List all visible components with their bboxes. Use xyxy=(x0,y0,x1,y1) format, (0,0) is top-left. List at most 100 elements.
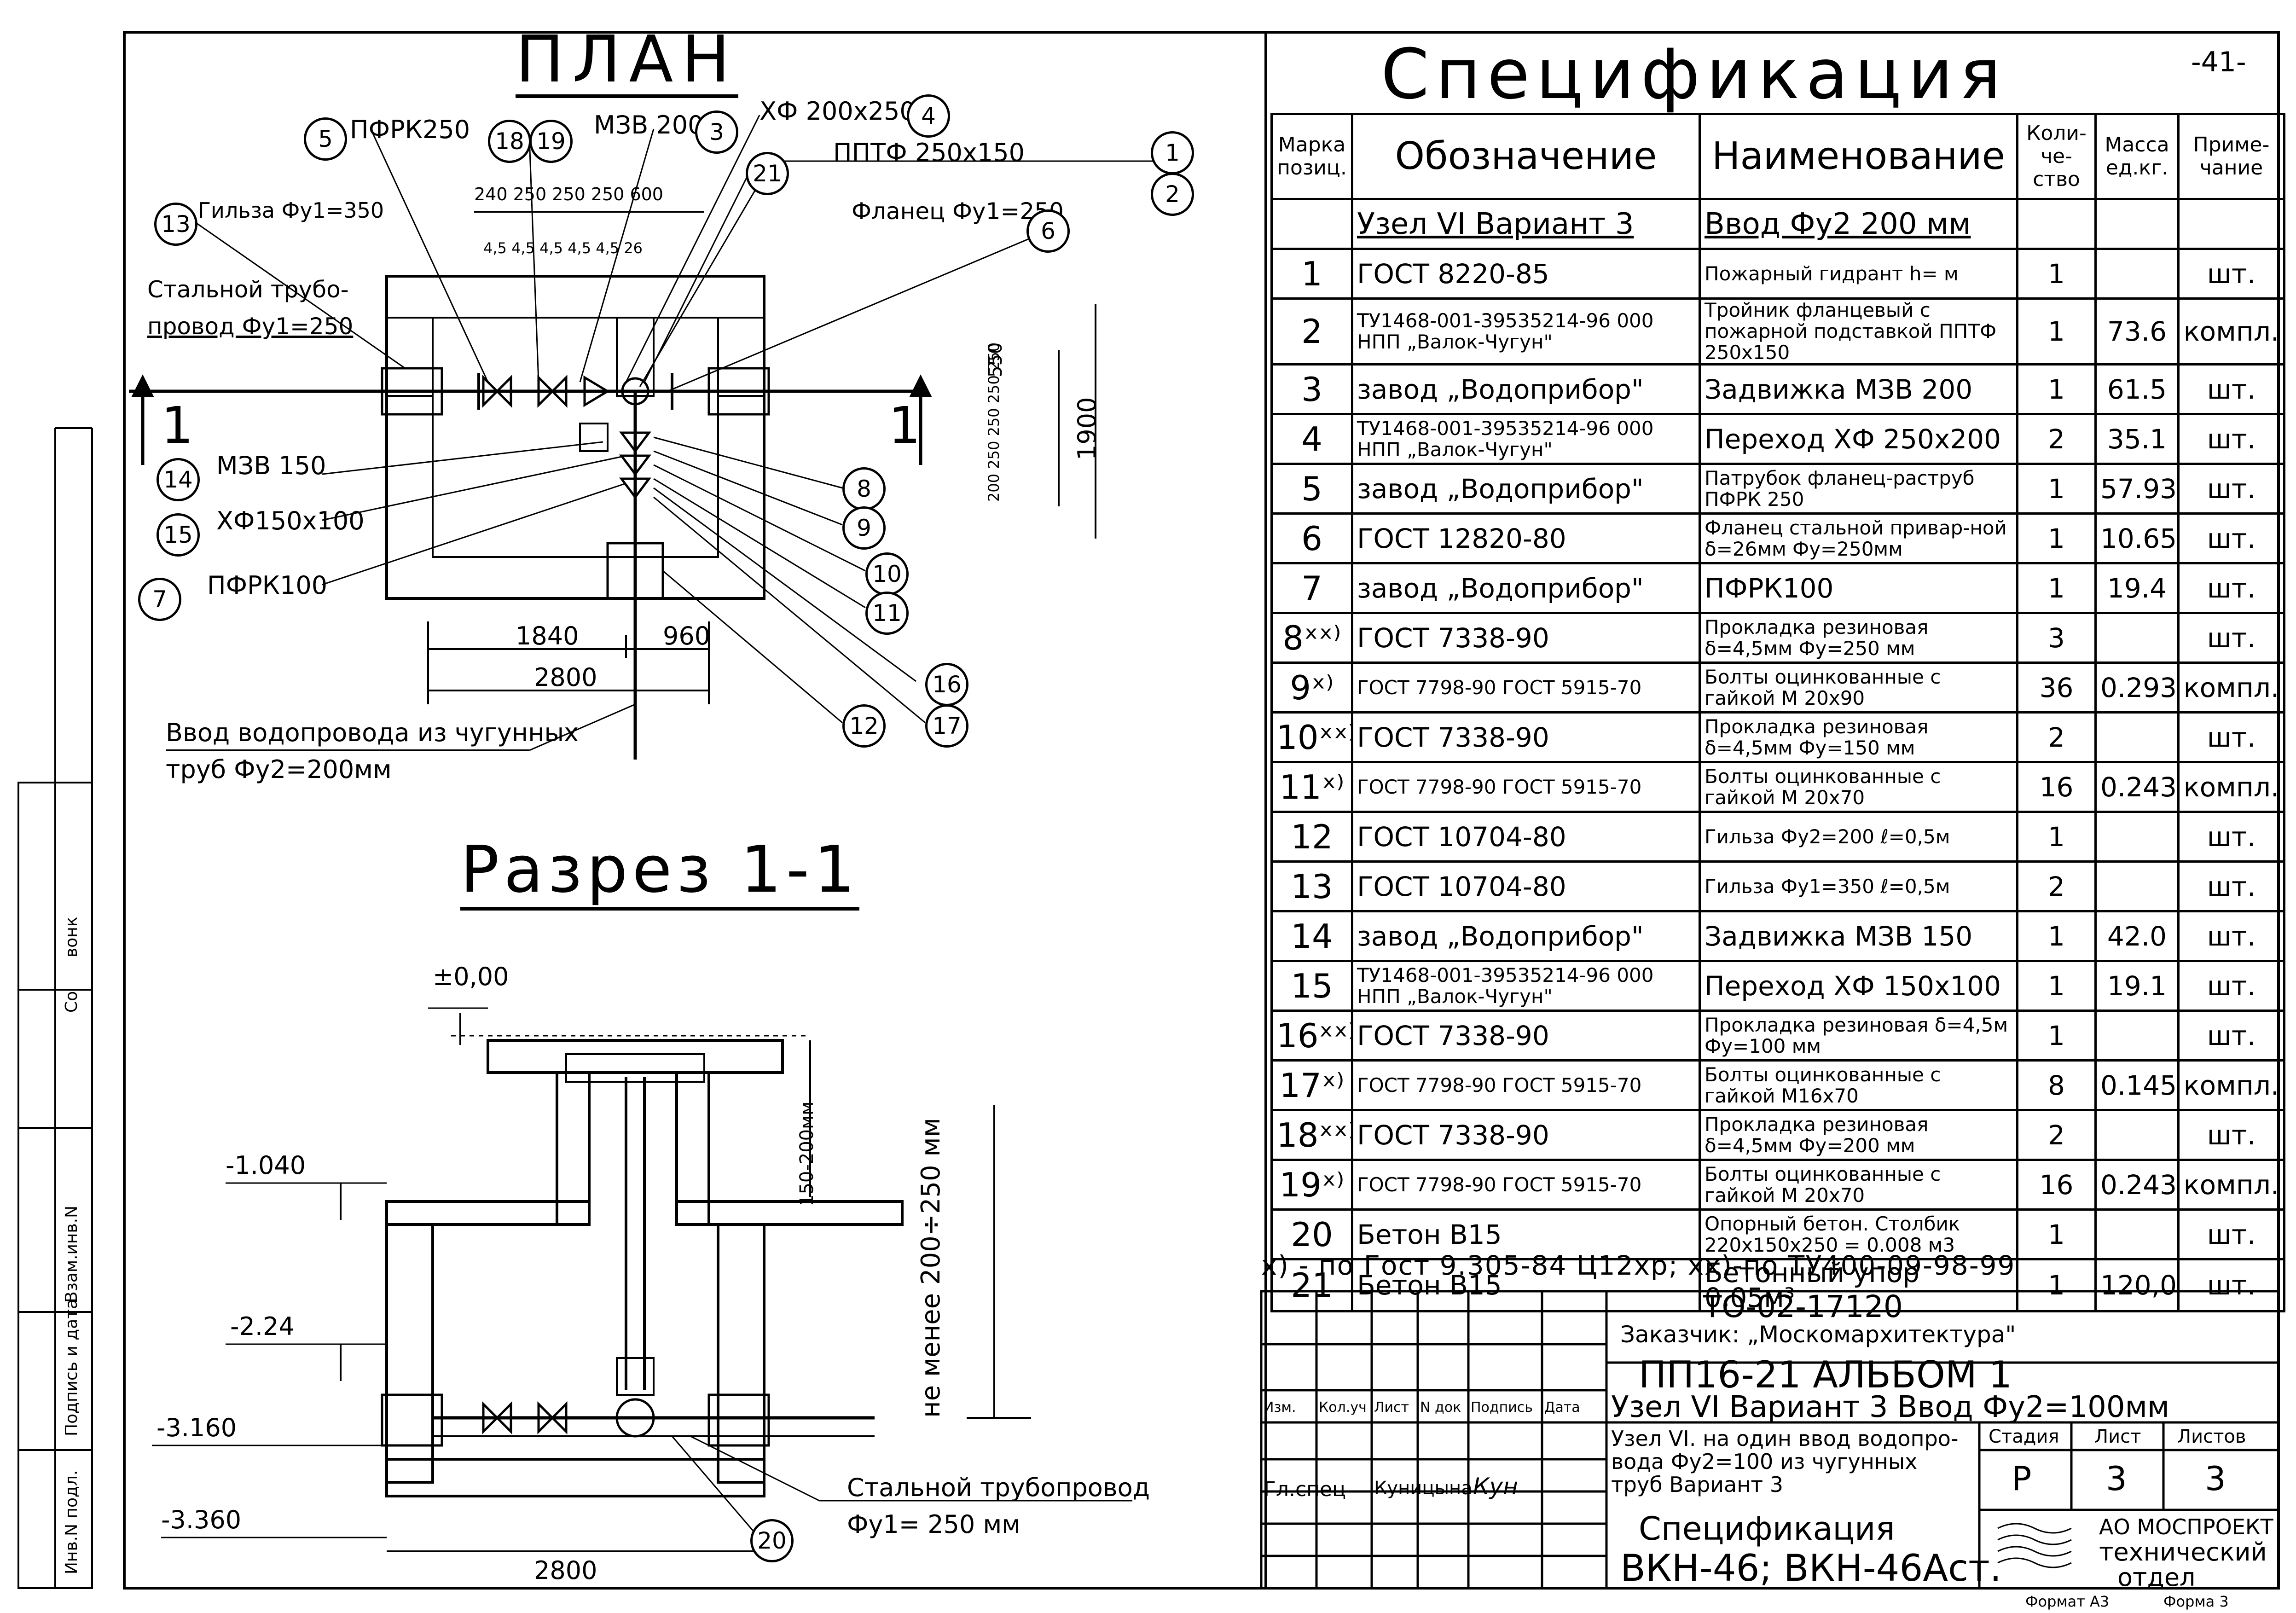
spec-massa xyxy=(2094,612,2180,664)
header-oboznach: Обозначение xyxy=(1351,113,1701,200)
callout-6: 6 xyxy=(1026,209,1070,253)
spec-pos: 3 xyxy=(1270,363,1353,415)
spec-oboznach: ГОСТ 12820-80 xyxy=(1351,512,1701,564)
author: Куницына xyxy=(1374,1478,1473,1499)
callout-16: 16 xyxy=(925,663,968,706)
spec-massa xyxy=(2094,1208,2180,1260)
node-desc: Узел VI. на один ввод водопро-вода Фу2=1… xyxy=(1611,1426,1959,1497)
label-truba1: Стальной трубо- xyxy=(147,276,349,303)
label-hf150: ХФ150х100 xyxy=(216,506,365,535)
spec-kol: 2 xyxy=(2016,1109,2097,1161)
spec-kol: 1 xyxy=(2016,512,2097,564)
spec-prim: компл. xyxy=(2177,297,2285,366)
spec-naimen: Гильза Фу2=200 ℓ=0,5м xyxy=(1699,811,2018,863)
callout-17: 17 xyxy=(925,704,968,748)
spec-oboznach: ГОСТ 7798-90 ГОСТ 5915-70 xyxy=(1351,661,1701,714)
spec-prim: шт. xyxy=(2177,413,2285,465)
spec-naimen: Прокладка резиновая δ=4,5мм Фу=150 мм xyxy=(1699,711,2018,763)
spec-naimen: Тройник фланцевый с пожарной подставкой … xyxy=(1699,297,2018,366)
spec-label: Спецификация xyxy=(1639,1510,1895,1548)
stamp-col-header: Дата xyxy=(1544,1399,1580,1416)
label-stal1: Стальной трубопровод xyxy=(847,1473,1150,1502)
spec-pos: 16ˣˣ⁾ xyxy=(1270,1010,1353,1062)
header-kol: Коли-че-ство xyxy=(2016,113,2097,200)
spec-oboznach: завод „Водоприбор" xyxy=(1351,562,1701,614)
spec-oboznach: ТУ1468-001-39535214-96 000 НПП „Валок-Чу… xyxy=(1351,413,1701,465)
callout-4: 4 xyxy=(907,94,950,138)
format-form3: Форма 3 xyxy=(2163,1593,2229,1610)
spec-oboznach: ТУ1468-001-39535214-96 000 НПП „Валок-Чу… xyxy=(1351,297,1701,366)
spec-prim: компл. xyxy=(2177,1059,2285,1111)
spec-massa xyxy=(2094,1010,2180,1062)
spec-pos: 15 xyxy=(1270,960,1353,1012)
sheets-value: 3 xyxy=(2205,1459,2226,1498)
dim-960: 960 xyxy=(663,621,711,650)
stamp-col-header: Лист xyxy=(1374,1399,1409,1416)
spec-naimen: Задвижка МЗВ 200 xyxy=(1699,363,2018,415)
spec-prim: шт. xyxy=(2177,612,2285,664)
spec-pos: 12 xyxy=(1270,811,1353,863)
sheet-header: Лист xyxy=(2094,1426,2141,1447)
spec-pos: 21 xyxy=(1270,1258,1353,1312)
spec-naimen: Прокладка резиновая δ=4,5м Фу=100 мм xyxy=(1699,1010,2018,1062)
section-mark-right: 1 xyxy=(888,396,921,455)
spec-kol: 2 xyxy=(2016,711,2097,763)
spec-naimen: Болты оцинкованные с гайкой М16х70 xyxy=(1699,1059,2018,1111)
side-vzam: Взам.инв.N xyxy=(62,1205,81,1303)
spec-oboznach: ГОСТ 7338-90 xyxy=(1351,1010,1701,1062)
label-vvod2: труб Фу2=200мм xyxy=(166,755,392,784)
spec-naimen: Болты оцинкованные с гайкой М 20х70 xyxy=(1699,761,2018,813)
level-3: -3.160 xyxy=(157,1413,237,1442)
label-stal2: Фу1= 250 мм xyxy=(847,1510,1020,1539)
spec-pos: 14 xyxy=(1270,910,1353,962)
spec-prim: компл. xyxy=(2177,1159,2285,1211)
spec-prim: компл. xyxy=(2177,661,2285,714)
label-mzv200: МЗВ 200 xyxy=(594,110,704,139)
stage-value: Р xyxy=(2012,1459,2032,1498)
spec-oboznach: ГОСТ 8220-85 xyxy=(1351,248,1701,300)
dims-top: 240 250 250 250 600 xyxy=(474,184,663,204)
page-number: -41- xyxy=(2191,46,2246,78)
spec-kol: 2 xyxy=(2016,413,2097,465)
label-flanec: Фланец Фу1=250 xyxy=(852,198,1064,225)
callout-19: 19 xyxy=(529,120,573,163)
spec-oboznach: Бетон В15 xyxy=(1351,1208,1701,1260)
spec-massa xyxy=(2094,248,2180,300)
spec-kol: 1 xyxy=(2016,562,2097,614)
callout-9: 9 xyxy=(842,506,886,550)
spec-pos: 7 xyxy=(1270,562,1353,614)
spec-naimen: Прокладка резиновая δ=4,5мм Фу=250 мм xyxy=(1699,612,2018,664)
callout-20: 20 xyxy=(750,1519,794,1562)
signature: Кун xyxy=(1473,1473,1518,1500)
section-drawing xyxy=(152,1007,1132,1552)
spec-oboznach: ГОСТ 7798-90 ГОСТ 5915-70 xyxy=(1351,1059,1701,1111)
spec-pos: 13 xyxy=(1270,860,1353,912)
spec-naimen: Болты оцинкованные с гайкой М 20х90 xyxy=(1699,661,2018,714)
spec-naimen: Переход ХФ 250х200 xyxy=(1699,413,2018,465)
spec-kol: 1 xyxy=(2016,248,2097,300)
spec-prim: шт. xyxy=(2177,1208,2285,1260)
spec-kol: 36 xyxy=(2016,661,2097,714)
doc-code: ТО-02-17120 xyxy=(1703,1289,1903,1324)
spec-naimen: Задвижка МЗВ 150 xyxy=(1699,910,2018,962)
stage-header: Стадия xyxy=(1989,1426,2059,1447)
label-gilza: Гильза Фу1=350 xyxy=(198,198,384,223)
spec-massa xyxy=(2094,860,2180,912)
spec-title: Спецификация xyxy=(1381,35,2007,115)
spec-kol: 2 xyxy=(2016,860,2097,912)
stamp-col-header: Изм. xyxy=(1264,1399,1296,1416)
spec-oboznach: завод „Водоприбор" xyxy=(1351,463,1701,515)
spec-oboznach: ГОСТ 7338-90 xyxy=(1351,711,1701,763)
spec-table: Марка позиц. Обозначение Наименование Ко… xyxy=(1270,113,2285,1312)
spec-pos: 1 xyxy=(1270,248,1353,300)
spec-kol: 16 xyxy=(2016,761,2097,813)
spec-massa: 19.4 xyxy=(2094,562,2180,614)
callout-10: 10 xyxy=(865,552,909,596)
spec-oboznach: ТУ1468-001-39535214-96 000 НПП „Валок-Чу… xyxy=(1351,960,1701,1012)
